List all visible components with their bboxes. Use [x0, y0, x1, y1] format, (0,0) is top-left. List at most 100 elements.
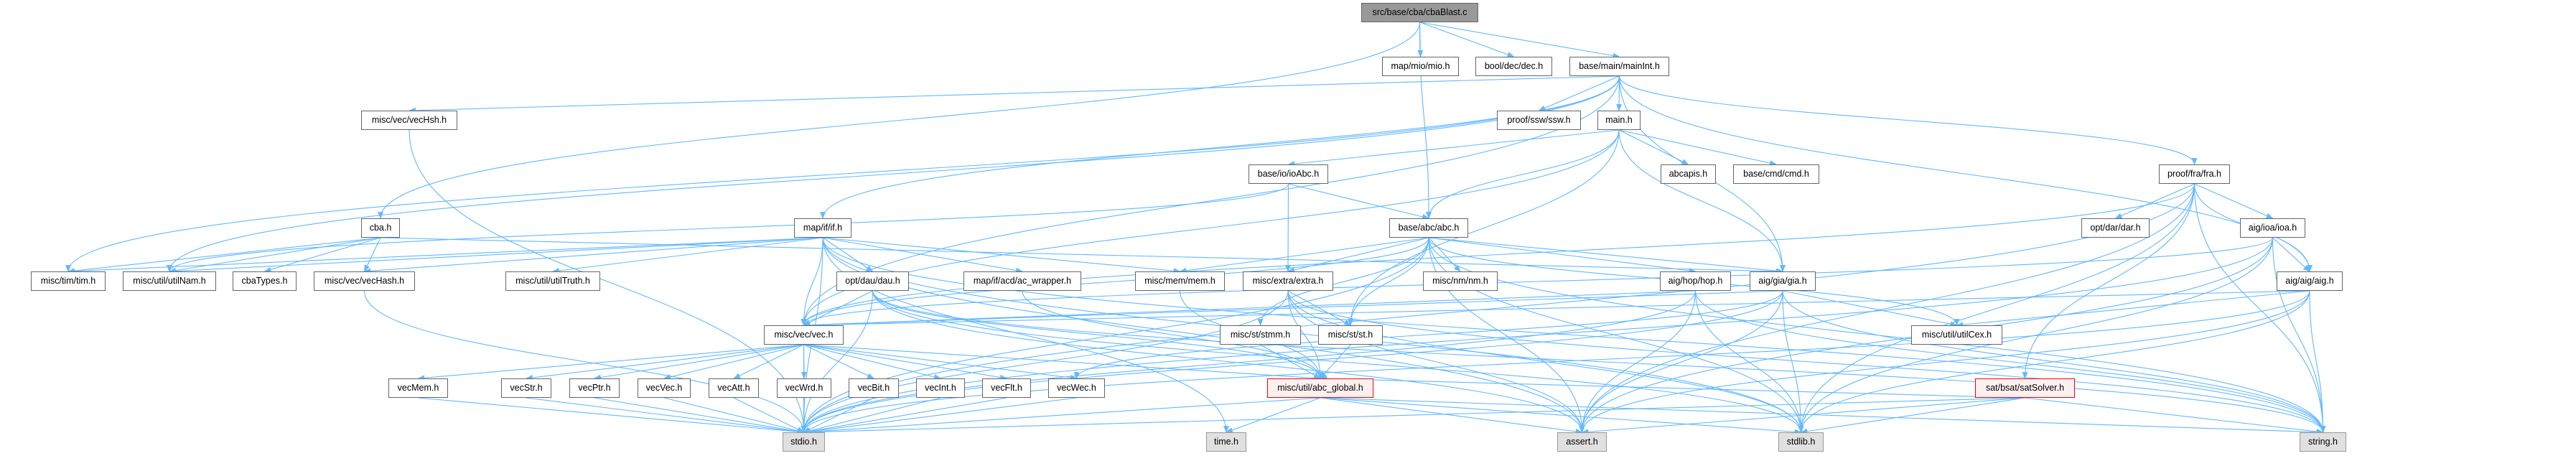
- node-vec-flt[interactable]: vecFlt.h: [982, 378, 1031, 398]
- node-stdio[interactable]: stdio.h: [783, 432, 825, 452]
- edge-abc-to-stdio: [801, 237, 1429, 433]
- node-stmm[interactable]: misc/st/stmm.h: [1220, 325, 1301, 345]
- edge-main-to-abc: [1426, 129, 1620, 219]
- node-ioa[interactable]: aig/ioa/ioa.h: [2240, 218, 2305, 238]
- edge-main-to-ioAbc: [1287, 129, 1620, 167]
- node-time[interactable]: time.h: [1206, 432, 1246, 452]
- edge-mainInt-to-vecHsh: [409, 75, 1620, 113]
- node-mem[interactable]: misc/mem/mem.h: [1135, 271, 1225, 291]
- edge-main-to-vec: [801, 129, 1620, 326]
- edge-ioAbc-to-utilNam: [167, 183, 1289, 272]
- edge-mainInt-to-fra: [1618, 75, 2198, 165]
- edge-aig-to-stdlib: [1798, 290, 2310, 433]
- node-abcapis[interactable]: abcapis.h: [1661, 164, 1716, 184]
- node-stdlib[interactable]: stdlib.h: [1778, 432, 1824, 452]
- edge-vecBit-to-stdio: [803, 397, 874, 433]
- node-mio[interactable]: map/mio/mio.h: [1382, 57, 1459, 76]
- node-abc-global[interactable]: misc/util/abc_global.h: [1267, 378, 1373, 398]
- node-vec-hash[interactable]: misc/vec/vecHash.h: [314, 271, 415, 291]
- edge-abc-to-st: [1348, 237, 1429, 326]
- edge-cba-to-tim: [67, 237, 381, 274]
- edge-src-to-abc: [1419, 22, 1432, 219]
- node-gia[interactable]: aig/gia/gia.h: [1750, 271, 1816, 291]
- node-acw[interactable]: map/if/acd/ac_wrapper.h: [963, 271, 1081, 291]
- node-cmd[interactable]: base/cmd/cmd.h: [1733, 164, 1819, 184]
- node-cba-types[interactable]: cbaTypes.h: [233, 271, 297, 291]
- node-io-abc[interactable]: base/io/ioAbc.h: [1249, 164, 1328, 184]
- edge-if-to-stdlib: [822, 237, 1804, 433]
- edge-if-to-utilTruth: [552, 237, 823, 274]
- edge-aig-to-utilCex: [1956, 290, 2310, 328]
- node-vec-mem[interactable]: vecMem.h: [388, 378, 448, 398]
- edge-extra-to-st: [1287, 290, 1351, 326]
- edge-if-to-time: [822, 237, 1229, 433]
- edge-vec-to-vecVec: [663, 344, 804, 380]
- edge-hop-to-stdio: [801, 290, 1697, 433]
- node-vec-wrd[interactable]: vecWrd.h: [777, 378, 831, 398]
- edge-satSolver-to-stdlib: [1800, 397, 2025, 434]
- node-string[interactable]: string.h: [2300, 432, 2346, 452]
- node-vec-ptr[interactable]: vecPtr.h: [569, 378, 620, 398]
- node-extra[interactable]: misc/extra/extra.h: [1243, 271, 1333, 291]
- edge-fra-to-vec: [801, 183, 2195, 326]
- node-st[interactable]: misc/st/st.h: [1318, 325, 1383, 345]
- edge-vec-to-abcGlobal: [803, 344, 1321, 381]
- edge-vec-to-vecMem: [417, 344, 804, 381]
- node-abc[interactable]: base/abc/abc.h: [1389, 218, 1468, 238]
- node-vec[interactable]: misc/vec/vec.h: [764, 325, 844, 345]
- node-vec-att[interactable]: vecAtt.h: [709, 378, 759, 398]
- node-tim[interactable]: misc/tim/tim.h: [31, 271, 106, 291]
- edge-dau-to-assert: [872, 290, 1585, 433]
- edge-fra-to-satSolver: [2022, 183, 2195, 379]
- edge-abcGlobal-to-assert: [1320, 397, 1583, 434]
- node-vec-wec[interactable]: vecWec.h: [1048, 378, 1105, 398]
- node-vec-bit[interactable]: vecBit.h: [849, 378, 899, 398]
- edge-stmm-to-abcGlobal: [1260, 344, 1321, 379]
- node-sat-solver[interactable]: sat/bsat/satSolver.h: [1975, 378, 2075, 398]
- node-aig[interactable]: aig/aig/aig.h: [2277, 271, 2343, 291]
- node-cba[interactable]: cba.h: [361, 218, 400, 238]
- edge-aig-to-vec: [803, 290, 2310, 328]
- node-dar[interactable]: opt/dar/dar.h: [2081, 218, 2150, 238]
- edge-vecHsh-to-stdio: [409, 129, 807, 433]
- edge-vecInt-to-stdio: [803, 397, 941, 434]
- edge-ioAbc-to-abc: [1288, 183, 1429, 220]
- edge-vecMem-to-stdio: [418, 397, 805, 435]
- node-vec-hsh[interactable]: misc/vec/vecHsh.h: [361, 111, 457, 130]
- node-vec-str[interactable]: vecStr.h: [501, 378, 551, 398]
- edge-vecVec-to-stdio: [663, 397, 805, 434]
- node-src[interactable]: src/base/cba/cbaBlast.c: [1361, 3, 1478, 22]
- node-if[interactable]: map/if/if.h: [794, 218, 851, 238]
- edge-vec-to-vecStr: [526, 344, 804, 381]
- node-fra[interactable]: proof/fra/fra.h: [2159, 164, 2230, 184]
- edge-fra-to-stdlib: [1798, 183, 2195, 433]
- node-util-cex[interactable]: misc/util/utilCex.h: [1911, 325, 2002, 345]
- node-hop[interactable]: aig/hop/hop.h: [1660, 271, 1731, 291]
- node-nm[interactable]: misc/nm/nm.h: [1423, 271, 1498, 291]
- edge-fra-to-ioa: [2194, 183, 2274, 219]
- edge-vecStr-to-stdio: [526, 397, 805, 434]
- node-main-int[interactable]: base/main/mainInt.h: [1569, 57, 1669, 76]
- node-assert[interactable]: assert.h: [1557, 432, 1607, 452]
- node-dau[interactable]: opt/dau/dau.h: [836, 271, 909, 291]
- edge-if-to-dau: [822, 237, 874, 272]
- edge-dau-to-abcGlobal: [872, 290, 1323, 379]
- node-vec-int[interactable]: vecInt.h: [916, 378, 965, 398]
- edge-cba-to-gia: [380, 237, 1783, 274]
- node-main[interactable]: main.h: [1597, 111, 1641, 130]
- edge-if-to-mem: [822, 237, 1181, 274]
- node-vec-vec[interactable]: vecVec.h: [638, 378, 691, 398]
- edge-src-to-mainInt: [1419, 22, 1620, 59]
- edge-vec-to-vecBit: [803, 344, 874, 379]
- edge-main-to-gia: [1618, 129, 1786, 272]
- edge-cba-to-utilNam: [169, 237, 381, 274]
- edge-abc-to-mem: [1179, 237, 1429, 274]
- edge-st-to-abcGlobal: [1320, 344, 1351, 379]
- node-dec[interactable]: bool/dec/dec.h: [1475, 57, 1552, 76]
- edge-satSolver-to-string: [2025, 397, 2324, 434]
- node-util-nam[interactable]: misc/util/utilNam.h: [123, 271, 216, 291]
- node-ssw[interactable]: proof/ssw/ssw.h: [1497, 111, 1581, 130]
- node-util-truth[interactable]: misc/util/utilTruth.h: [505, 271, 600, 291]
- edge-satSolver-to-stdio: [803, 397, 2025, 435]
- edge-if-to-vec: [801, 237, 823, 326]
